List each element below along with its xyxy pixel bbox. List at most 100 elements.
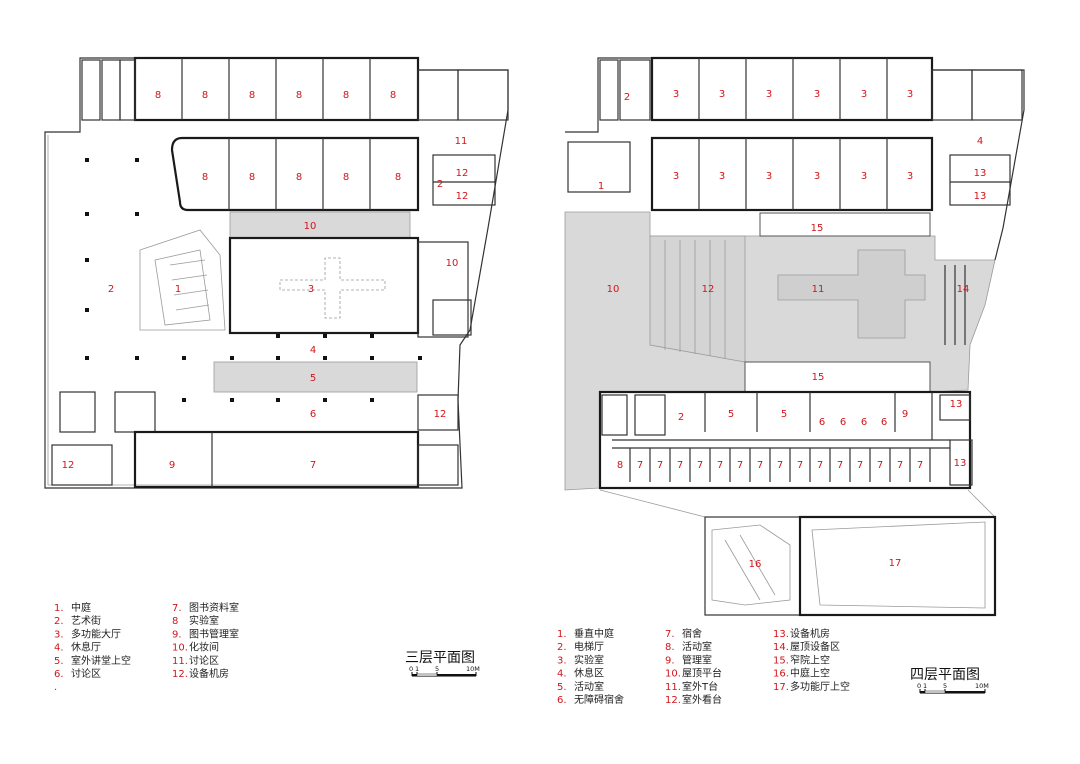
plan4-lab-block-north	[650, 56, 934, 122]
plan3-scale-bar: 0 1 5 10M	[409, 665, 480, 677]
plan3-legend-number: .	[54, 682, 57, 693]
plan3-room-label: 1	[175, 284, 181, 295]
plan3-room-label: 5	[310, 373, 316, 384]
plan4-room-label: 7	[877, 460, 883, 471]
plan3-legend-name: 室外讲堂上空	[71, 654, 131, 667]
plan3-outdoor-lecture-void	[213, 361, 418, 393]
plan3-columns	[85, 158, 422, 402]
plan4-narrow-court-void-north	[759, 212, 931, 237]
plan4-room-label: 7	[797, 460, 803, 471]
plan3-room-label: 6	[310, 409, 316, 420]
plan4-dorm-partitions	[629, 448, 931, 482]
plan4-room-label: 10	[607, 284, 620, 295]
plan4-legend-name: 中庭上空	[790, 667, 830, 680]
plan4-room-label: 3	[907, 171, 913, 182]
plan3-legend-name: 多功能大厅	[71, 627, 121, 640]
plan3-room-label: 12	[62, 460, 75, 471]
plan3-room-label: 8	[343, 90, 349, 101]
plan4-legend-number: 4.	[557, 669, 567, 680]
plan4-room-label: 2	[678, 412, 684, 423]
plan4-room-label: 7	[817, 460, 823, 471]
plan3-room-label: 8	[249, 172, 255, 183]
plan3-scale-0: 0	[409, 665, 413, 673]
plan4-legend-name: 活动室	[682, 640, 712, 653]
plan3-east-core	[417, 69, 459, 121]
plan4-room-label: 3	[673, 89, 679, 100]
plan4-legend: 1.垂直中庭2.电梯厅3.实验室4.休息区5.活动室6.无障碍宿舍7.宿舍8.活…	[557, 627, 850, 706]
plan3-room-label: 4	[310, 345, 316, 356]
plan3-room-label: 8	[202, 90, 208, 101]
plan4-legend-name: 室外T台	[682, 680, 718, 693]
plan3-multipurpose-hall	[228, 236, 420, 335]
plan3-legend-number: 8	[172, 616, 178, 627]
plan4-legend-name: 宿舍	[682, 627, 702, 640]
plan3-legend-name: 讨论区	[189, 654, 219, 667]
plan3-legend-number: 12.	[172, 669, 188, 680]
plan4-scale-5: 5	[943, 682, 947, 690]
plan4-vertical-atrium	[567, 141, 631, 193]
plan4-room-label: 5	[781, 409, 787, 420]
plan4-room-label: 6	[861, 417, 867, 428]
plan4-legend-name: 屋顶平台	[682, 667, 722, 680]
plan3-room-label: 2	[108, 284, 114, 295]
plan4-room-label: 3	[766, 171, 772, 182]
plan3-lab-block-middle	[170, 136, 420, 212]
plan4-room-label: 7	[757, 460, 763, 471]
plan4-room-label: 14	[957, 284, 970, 295]
plan4-room-label: 4	[977, 136, 983, 147]
plan4-scale-bar: 0 1 5 10M	[917, 682, 989, 694]
plan4-t-stage	[777, 249, 926, 339]
plan3-corridor-shaded	[229, 211, 411, 239]
plan4-roof-equipment-area	[944, 265, 966, 345]
plan3-legend-name: 图书资料室	[189, 601, 239, 614]
plan4-room-label: 3	[907, 89, 913, 100]
plan3-scale-10m: 10M	[466, 665, 480, 673]
plan3-legend-name: 艺术街	[71, 614, 101, 627]
plan4-room-label: 7	[737, 460, 743, 471]
plan4-room-label: 7	[717, 460, 723, 471]
plan4-room-label: 17	[889, 558, 902, 569]
plan3-room-label: 8	[390, 90, 396, 101]
plan3-room-label: 8	[155, 90, 161, 101]
plan4-legend-name: 休息区	[574, 667, 604, 680]
plan4-legend-number: 10.	[665, 669, 681, 680]
plan4-scale-1: 1	[923, 682, 927, 690]
plan3-legend-name: 讨论区	[71, 667, 101, 680]
plan4-room-label: 3	[766, 89, 772, 100]
plan4-narrow-court-void-south	[744, 361, 931, 393]
plan4-legend-name: 电梯厅	[574, 640, 604, 653]
plan4-legend-name: 多功能厅上空	[790, 680, 850, 693]
plan4-room-label: 6	[881, 417, 887, 428]
plan4-room-label: 13	[974, 191, 987, 202]
plan4-room-label: 7	[677, 460, 683, 471]
plan4-room-label: 7	[637, 460, 643, 471]
plan3-legend-number: 1.	[54, 603, 64, 614]
plan4-legend-name: 管理室	[682, 653, 712, 666]
plan4-legend-number: 5.	[557, 682, 567, 693]
plan3-scale-1: 1	[415, 665, 419, 673]
plan4-lab-block-middle	[650, 136, 934, 212]
plan4-room-label: 12	[702, 284, 715, 295]
plan4-legend-name: 窄院上空	[790, 653, 830, 666]
plan4-stair-nw	[599, 59, 619, 121]
fourth-floor-plan	[564, 56, 1025, 617]
plan3-legend-number: 6.	[54, 669, 64, 680]
plan4-scale-0: 0	[917, 682, 921, 690]
plan4-room-label: 3	[814, 171, 820, 182]
plan4-room-label: 7	[657, 460, 663, 471]
plan3-room-label: 12	[434, 409, 447, 420]
plan3-scale-5: 5	[435, 665, 439, 673]
plan4-room-label: 7	[897, 460, 903, 471]
plan3-room-label: 12	[456, 168, 469, 179]
plan4-room-label: 3	[673, 171, 679, 182]
plan4-room-label: 2	[624, 92, 630, 103]
plan4-legend-number: 9.	[665, 655, 675, 666]
plan3-room-label: 8	[202, 172, 208, 183]
plan3-legend-number: 7.	[172, 603, 182, 614]
plan3-room-label: 8	[343, 172, 349, 183]
plan3-legend-number: 10.	[172, 643, 188, 654]
plan3-room-label: 8	[296, 172, 302, 183]
plan3-room-label: 10	[304, 221, 317, 232]
plan3-legend-name: 设备机房	[189, 667, 229, 680]
plan4-room-label: 15	[811, 223, 824, 234]
